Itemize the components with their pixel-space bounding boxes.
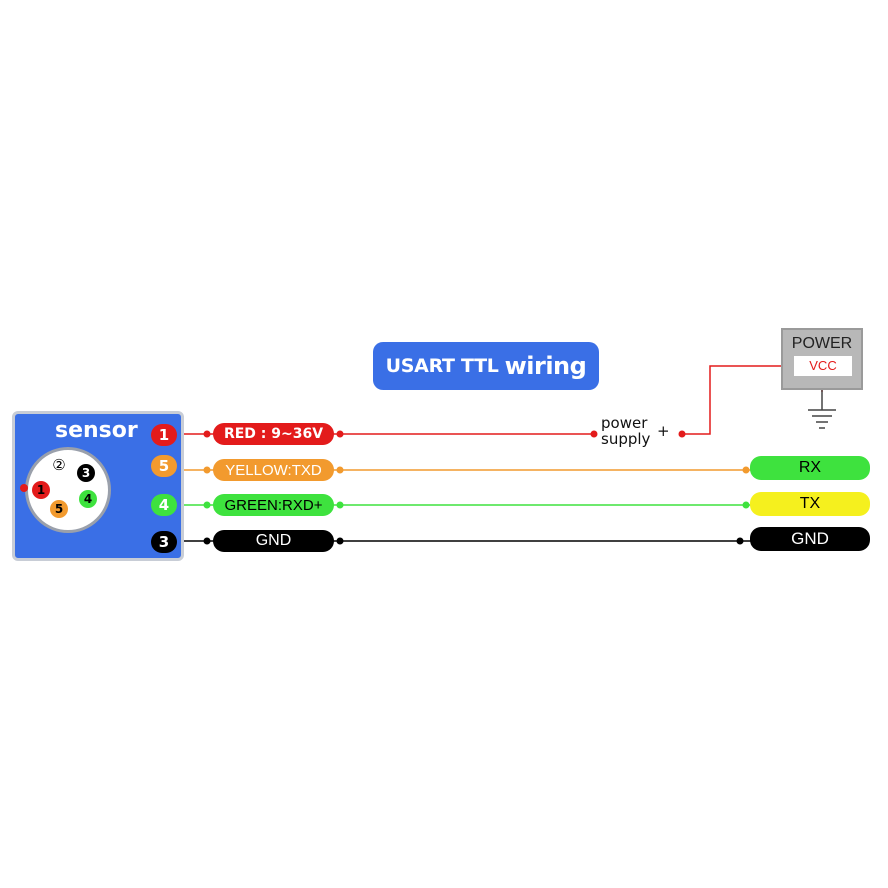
wire-junction-dots: [203, 380, 826, 545]
sensor-label: sensor: [55, 418, 138, 443]
black-wire-label: GND: [213, 530, 334, 552]
tx-label: TX: [750, 492, 870, 516]
sensor-connector-icon: ② 3 1 4 5: [25, 447, 111, 533]
pin-badge-4: 4: [151, 494, 177, 516]
title-part1: USART TTL: [385, 355, 499, 377]
pin-badge-1: 1: [151, 424, 177, 446]
power-box-label: POWER: [791, 335, 853, 352]
connector-pin-3: 3: [77, 464, 95, 482]
yellow-wire-label: YELLOW:TXD: [213, 459, 334, 481]
connector-pin-2: ②: [50, 456, 68, 474]
power-supply-line2: supply: [601, 430, 651, 448]
green-wire-label: GREEN:RXD+: [213, 494, 334, 516]
ground-icon: [808, 390, 836, 429]
gnd-target-label: GND: [750, 527, 870, 551]
diagram-title: USART TTL wiring: [373, 342, 599, 390]
power-supply-line1: power: [601, 414, 648, 432]
title-part2: wiring: [504, 352, 587, 380]
power-supply-plus: +: [657, 422, 670, 440]
pin-badge-5: 5: [151, 455, 177, 477]
power-supply-label: power supply: [601, 415, 650, 447]
vcc-wire: [682, 365, 794, 435]
connector-pin-1: 1: [32, 481, 50, 499]
vcc-label: VCC: [794, 356, 852, 376]
connector-pin-4: 4: [79, 490, 97, 508]
connector-pin-5: 5: [50, 500, 68, 518]
connector-key-dot: [20, 484, 28, 492]
rx-label: RX: [750, 456, 870, 480]
pin-badge-3: 3: [151, 531, 177, 553]
red-wire-label: RED : 9~36V: [213, 423, 334, 445]
